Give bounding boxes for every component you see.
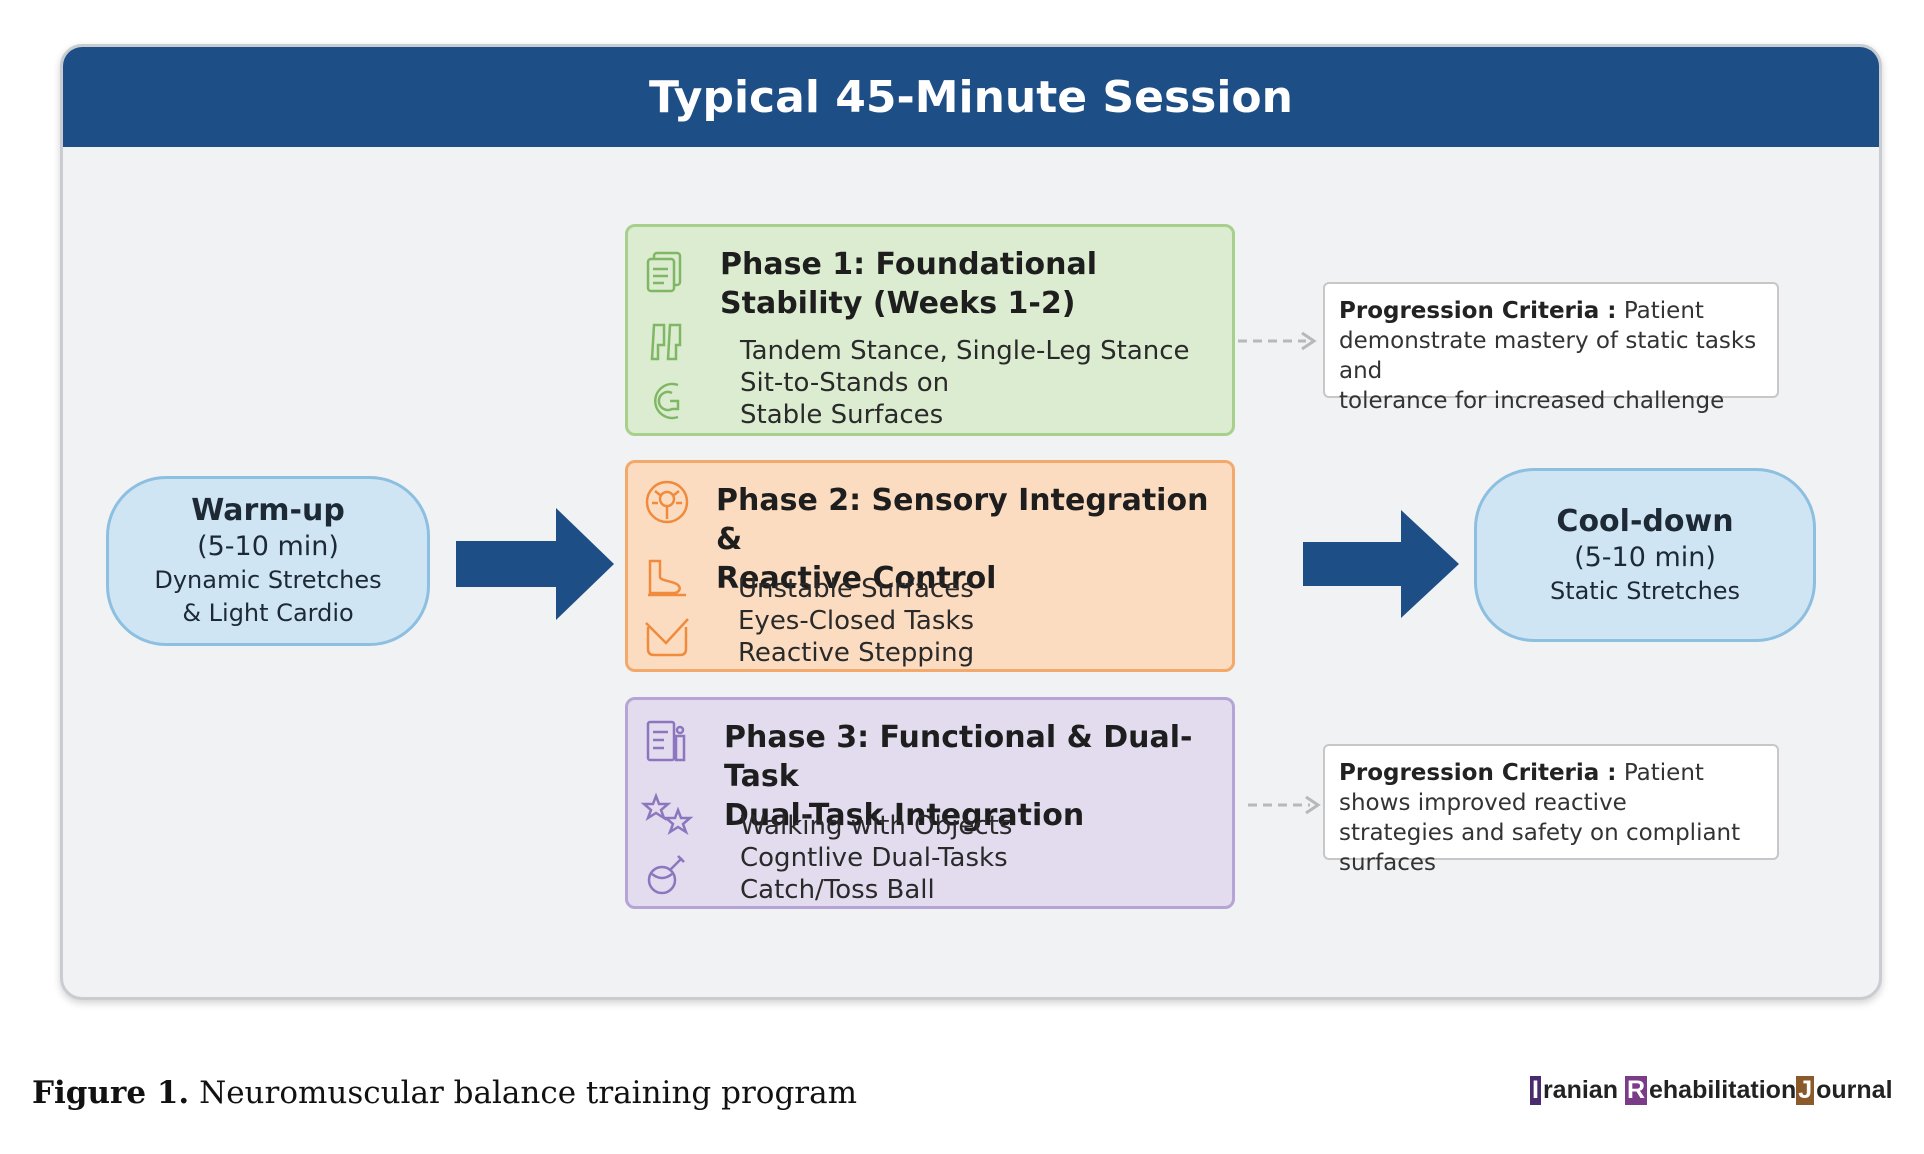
arrow-right-icon	[456, 508, 614, 620]
figure-number: Figure 1.	[32, 1075, 190, 1111]
phase-1-box: Phase 1: Foundational Stability (Weeks 1…	[625, 224, 1235, 436]
phase-1-item: Stable Surfaces	[740, 400, 944, 430]
checkmark-icon	[640, 613, 694, 659]
document-icon	[640, 249, 694, 295]
warmup-line2: & Light Cardio	[182, 599, 354, 627]
phase-2-title-line2: Reactive Control	[716, 561, 997, 596]
stars-icon	[640, 792, 694, 838]
ball-icon	[640, 852, 694, 898]
foot-icon	[640, 553, 694, 599]
criteria-text: demonstrate mastery of static tasks and	[1339, 328, 1757, 384]
warmup-line1: Dynamic Stretches	[154, 566, 382, 594]
phase-1-title-line1: Phase 1: Foundational	[720, 247, 1097, 282]
criteria-text: Patient	[1623, 298, 1704, 324]
phase-1-item: Tandem Stance, Single-Leg Stance	[740, 336, 1190, 366]
warmup-box: Warm-up (5-10 min) Dynamic Stretches & L…	[106, 476, 430, 646]
phase-2-item: Eyes-Closed Tasks	[738, 606, 974, 636]
cooldown-box: Cool-down (5-10 min) Static Stretches	[1474, 468, 1816, 642]
phase-1-title-line2: Stability (Weeks 1-2)	[720, 286, 1076, 321]
phase-2-box: Phase 2: Sensory Integration & Reactive …	[625, 460, 1235, 672]
balance-icon	[640, 377, 694, 423]
cooldown-title: Cool-down	[1556, 503, 1734, 539]
figure-text: Neuromuscular balance training program	[199, 1075, 857, 1111]
criteria-label: Progression Criteria :	[1339, 760, 1617, 786]
figure-caption: Figure 1. Neuromuscular balance training…	[32, 1075, 857, 1111]
checklist-icon	[640, 718, 694, 764]
sensor-icon	[640, 479, 694, 525]
phase-3-box: Phase 3: Functional & Dual-Task Dual-Tas…	[625, 697, 1235, 909]
warmup-duration: (5-10 min)	[197, 531, 339, 562]
phase-3-title-line2: Dual-Task Integration	[724, 798, 1085, 833]
warmup-title: Warm-up	[191, 493, 345, 528]
cooldown-line1: Static Stretches	[1549, 576, 1741, 605]
progression-criteria-2: Progression Criteria : Patient shows imp…	[1323, 744, 1779, 876]
phase-2-item: Reactive Stepping	[738, 638, 975, 668]
steps-icon	[640, 319, 694, 365]
criteria-label: Progression Criteria :	[1339, 298, 1617, 324]
progression-criteria-1: Progression Criteria : Patient demonstra…	[1323, 282, 1779, 414]
phase-2-item: Unstable Surfaces	[738, 574, 974, 604]
criteria-text: strategies and safety on compliant surfa…	[1339, 820, 1741, 876]
phase-3-item: Catch/Toss Ball	[740, 875, 935, 905]
criteria-text: tolerance for increased challenge	[1339, 388, 1725, 414]
dashed-arrow-icon	[1248, 795, 1321, 815]
phase-3-item: Walking with Objects	[740, 811, 1013, 841]
phase-3-item: Cogntlive Dual-Tasks	[740, 843, 1008, 873]
criteria-text: shows improved reactive	[1339, 790, 1627, 816]
cooldown-duration: (5-10 min)	[1574, 541, 1716, 573]
phase-1-item: Sit-to-Stands on	[740, 368, 950, 398]
session-title: Typical 45-Minute Session	[63, 47, 1879, 147]
criteria-text: Patient	[1623, 760, 1704, 786]
arrow-right-icon	[1303, 510, 1459, 618]
phase-3-title-line1: Phase 3: Functional & Dual-Task	[724, 720, 1193, 794]
phase-2-title-line1: Phase 2: Sensory Integration &	[716, 483, 1209, 557]
dashed-arrow-icon	[1238, 331, 1317, 351]
